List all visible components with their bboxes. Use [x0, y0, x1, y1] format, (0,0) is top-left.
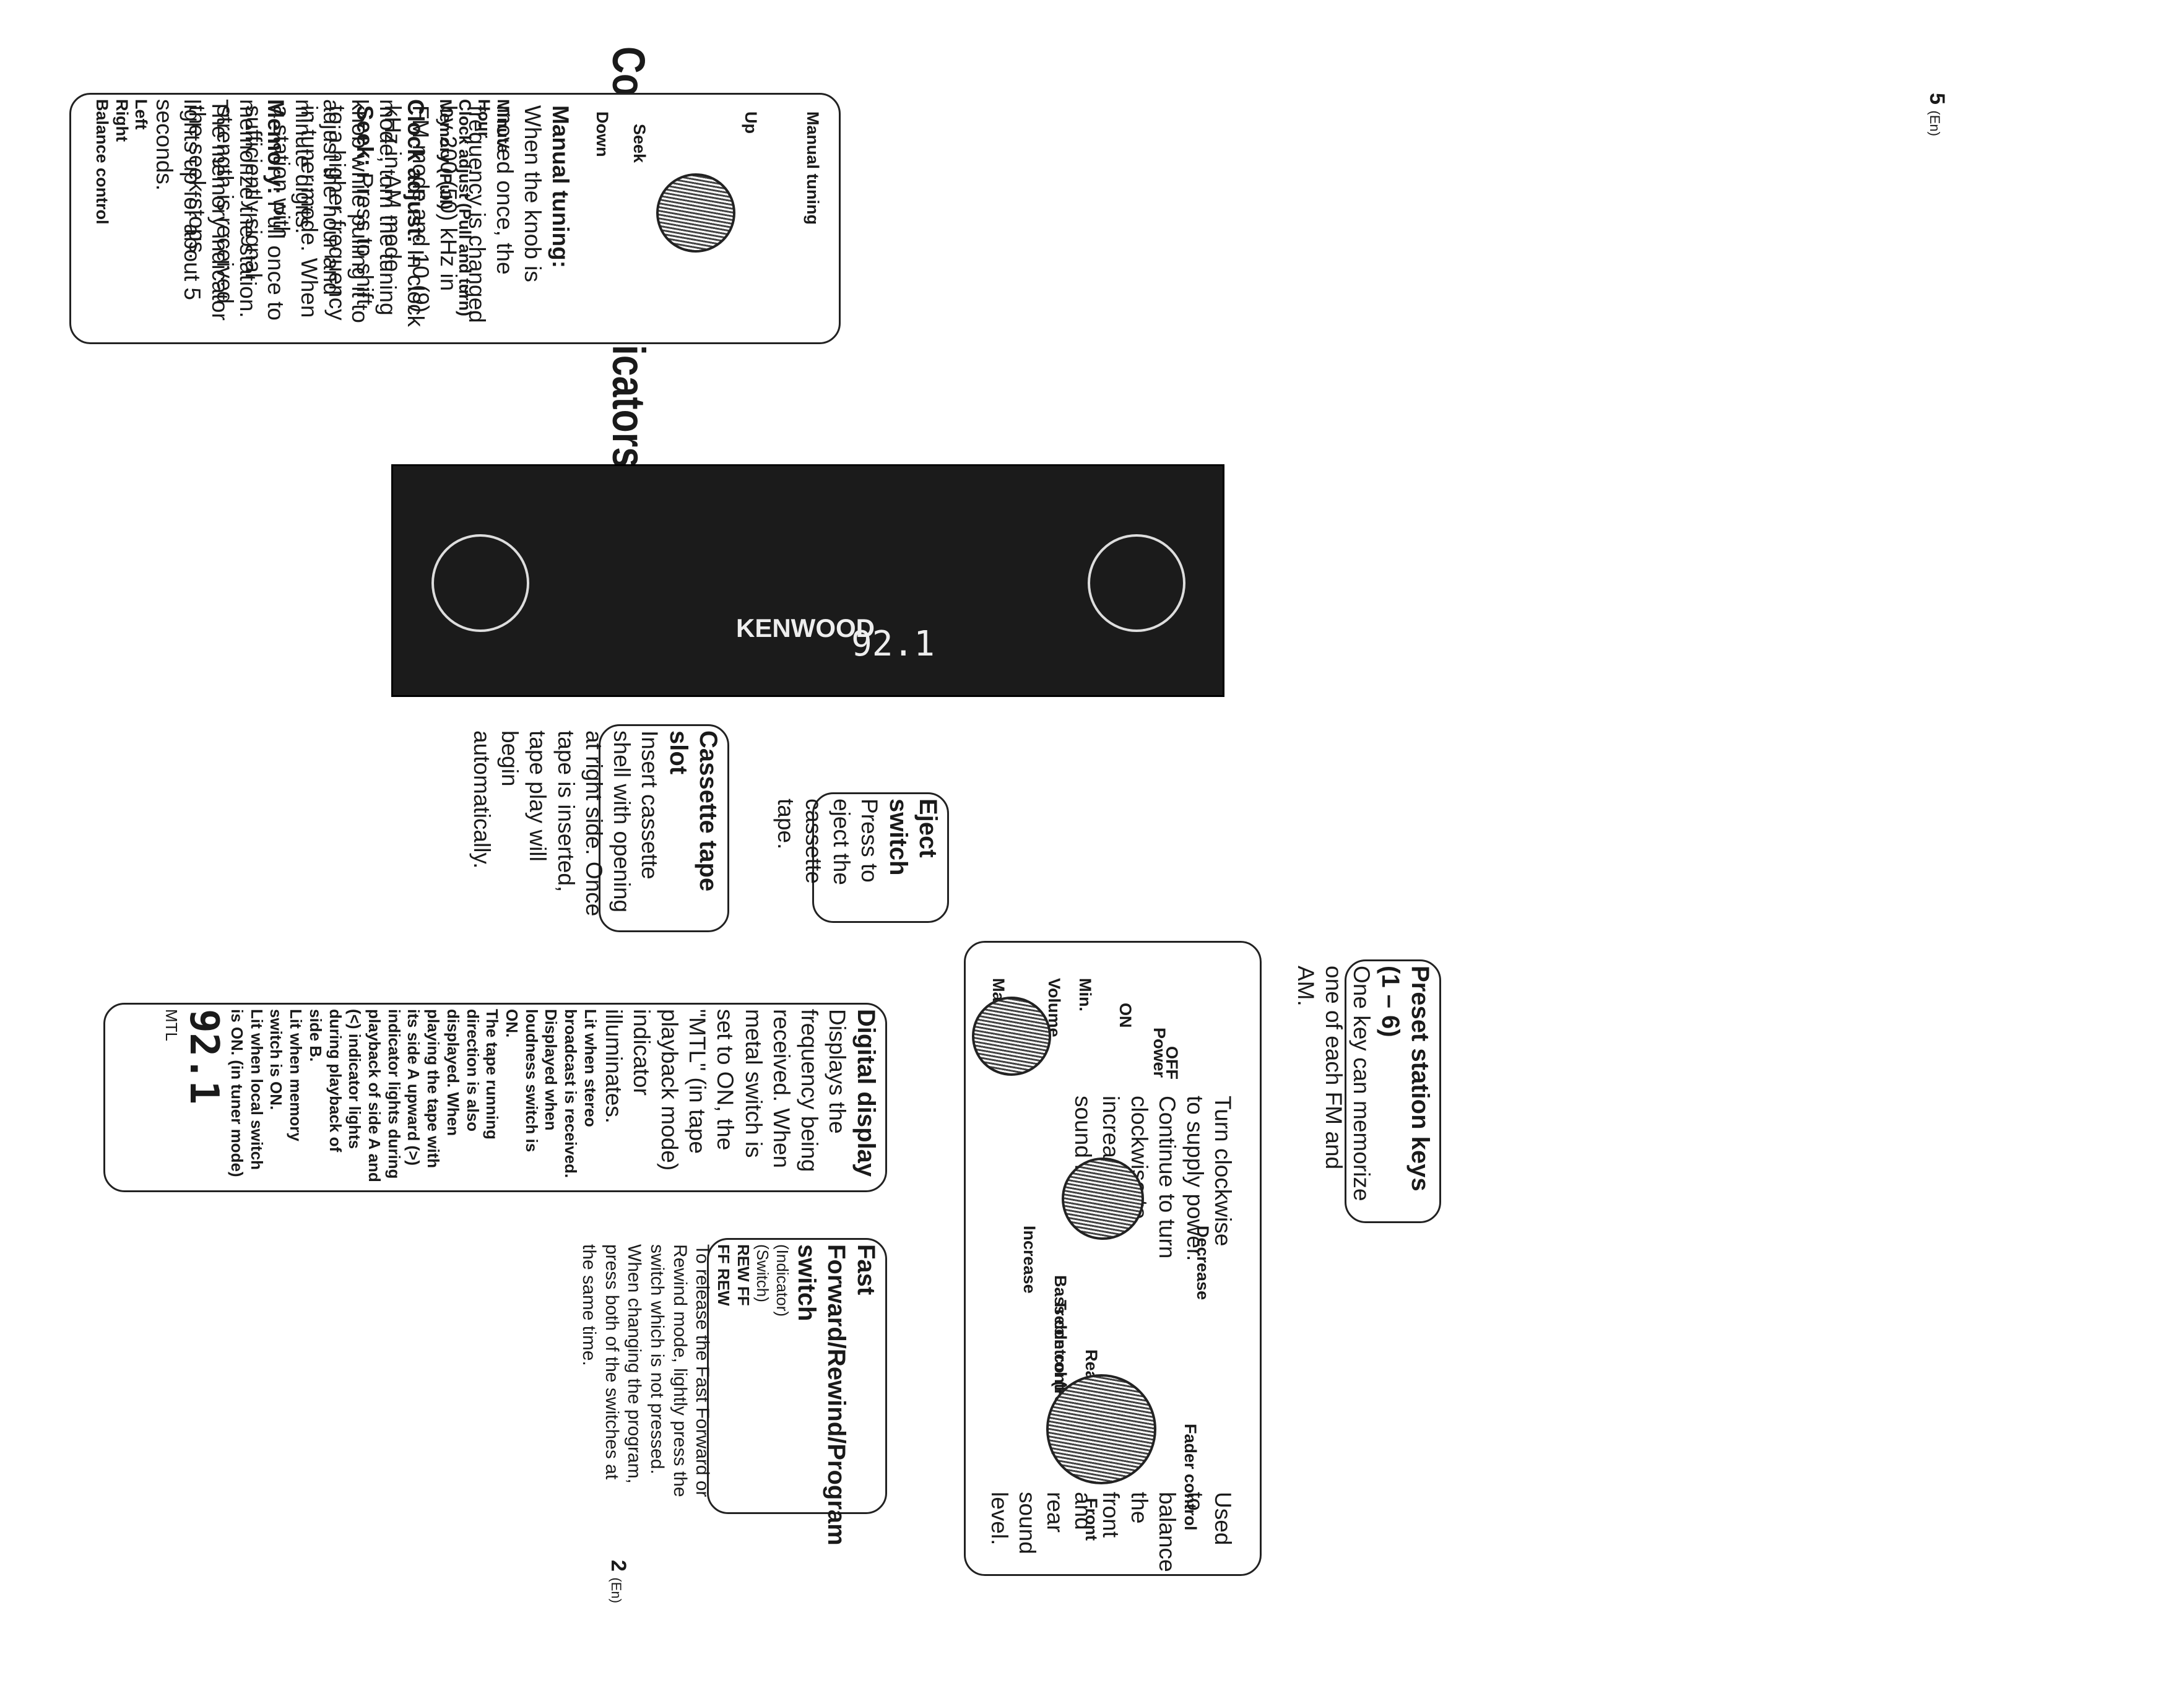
volume-knob-illustration: [972, 997, 1051, 1076]
fader-knob-illustration: [1046, 1374, 1156, 1484]
ff-text: To release the Fast Forward or Rewind mo…: [578, 1244, 714, 1504]
tuning-knob-illustration: [656, 173, 735, 253]
ff-indicator-label: (Indicator): [772, 1244, 792, 1504]
down-label: Down: [592, 111, 612, 157]
ff-switch-label: (Switch): [753, 1244, 773, 1504]
increase-label: Increase: [1020, 1226, 1039, 1294]
clock-text: Clock adjust: In clock mode, turn the tu…: [150, 99, 430, 334]
lcd-mtl: MTL: [162, 1009, 181, 1182]
cassette-heading: Cassette tape slot: [664, 730, 723, 922]
clock-adjust-label: Clock adjust (Pull and turn): [455, 99, 474, 334]
page-number-left: 2 (En): [606, 1560, 630, 1603]
fader-description: Used to balance the front and rear sound…: [986, 1492, 1237, 1560]
device-frequency-display: 92.1: [851, 624, 935, 664]
cassette-text: Insert cassette shell with opening at ri…: [468, 730, 664, 922]
stereo-note: Lit when stereo broadcast is received.: [560, 1009, 599, 1182]
min-label: Min.: [1075, 978, 1094, 1011]
off-label: OFF: [1162, 1046, 1181, 1080]
manual-tuning-label: Manual tuning: [803, 111, 822, 225]
clock-heading: Clock adjust:: [403, 99, 428, 243]
minute-label: Minute: [493, 99, 513, 334]
hour-label: Hour: [474, 99, 493, 334]
seek-label: Seek: [630, 124, 649, 163]
digital-heading: Digital display: [851, 1009, 881, 1182]
tone-knob-illustration: [1062, 1158, 1144, 1240]
eject-heading: Eject switch: [883, 799, 943, 916]
digital-text: Displays the frequency being received. W…: [600, 1009, 851, 1182]
preset-heading: Preset station keys (1 – 6): [1376, 966, 1435, 1213]
lcd-value: 92.1: [181, 1009, 227, 1182]
preset-text: One key can memorize one of each FM and …: [1292, 966, 1376, 1213]
ff-ff-rew-label: FF REW: [713, 1244, 733, 1504]
eject-text: Press to eject the cassette tape.: [772, 799, 884, 916]
page-number-right: 5 (En): [1925, 93, 1949, 136]
up-label: Up: [741, 111, 760, 134]
ff-rew-ff-label: REW FF: [733, 1244, 753, 1504]
right-label: Right: [111, 99, 131, 334]
memory-note: Lit when memory switch is ON.: [266, 1009, 305, 1182]
balance-label: Balance control: [92, 99, 111, 334]
ff-heading: Fast Forward/Rewind/Program switch: [792, 1244, 881, 1504]
memory-heading: Memory:: [263, 99, 288, 194]
manual-tuning-heading: Manual tuning:: [548, 105, 573, 268]
loudness-note: Displayed when loudness switch is ON.: [501, 1009, 560, 1182]
decrease-label: Decrease: [1193, 1226, 1212, 1300]
right-knob[interactable]: [431, 534, 529, 632]
left-knob[interactable]: [1088, 534, 1185, 632]
on-label: ON: [1116, 1003, 1135, 1028]
memory-pull-label: Memory (Pull): [436, 99, 455, 334]
direction-note: The tape running direction is also displ…: [305, 1009, 501, 1182]
local-note: Lit when local switch is ON. (in tuner m…: [227, 1009, 266, 1182]
left-label: Left: [131, 99, 150, 334]
car-stereo-front-panel: KENWOOD 92.1: [391, 464, 1224, 697]
